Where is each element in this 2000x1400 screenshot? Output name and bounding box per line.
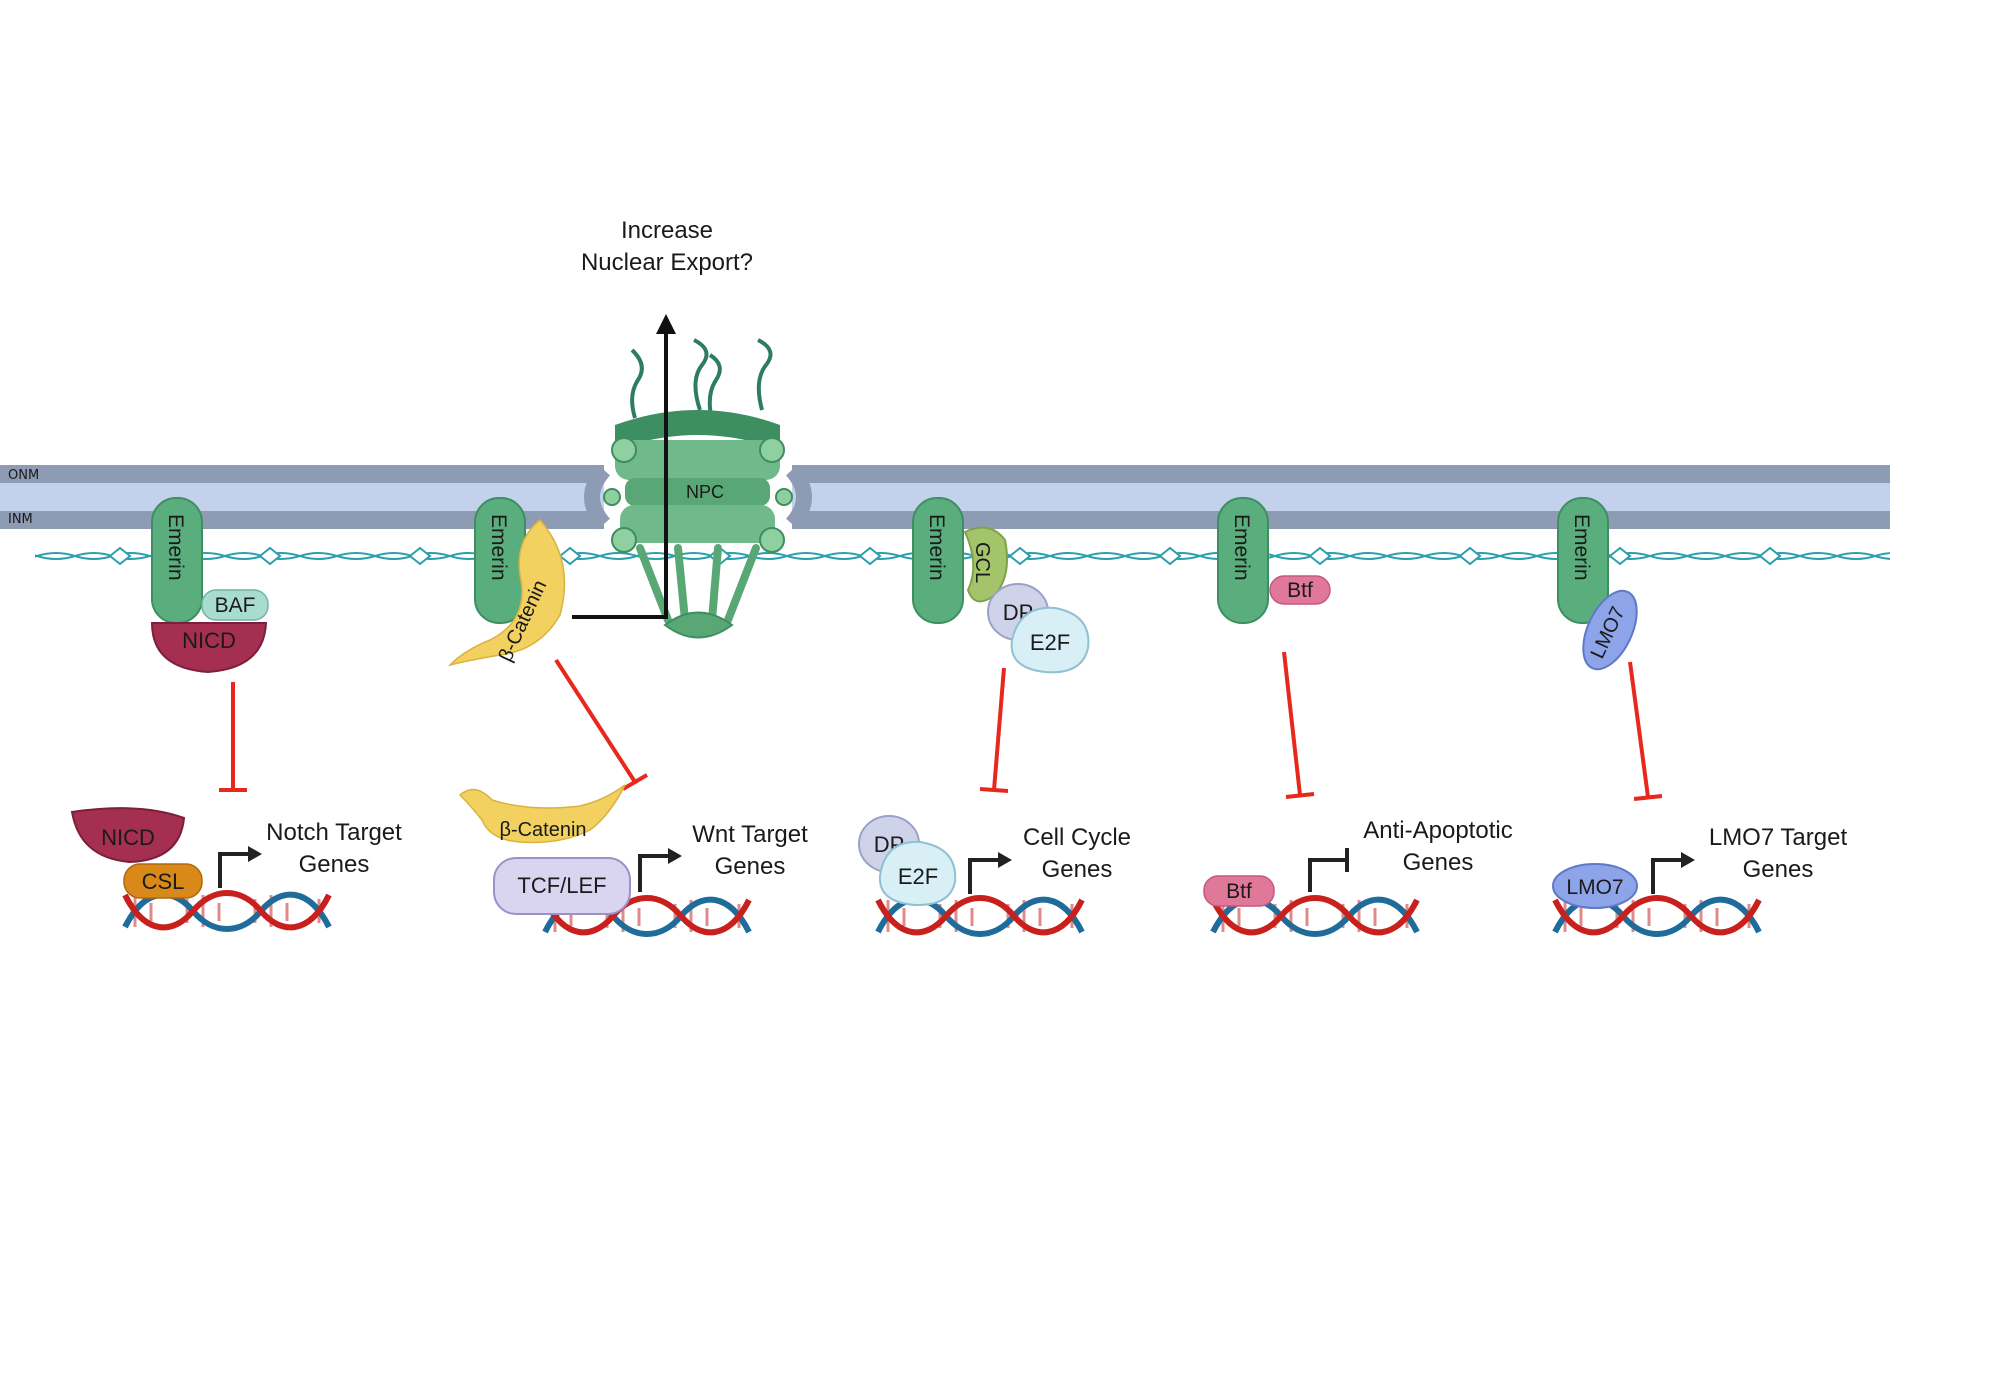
genes-cell-cycle-line2: Genes (1042, 856, 1113, 883)
genes-wnt-line1: Wnt Target (692, 821, 808, 848)
emerin-label: Emerin (925, 514, 948, 581)
factor-lmo7: LMO7 (1566, 876, 1623, 899)
factor-btf: Btf (1226, 880, 1252, 903)
btf-label: Btf (1287, 579, 1313, 602)
emerin-label: Emerin (1570, 514, 1593, 581)
target-wnt: β-Catenin TCF/LEF Wnt Target Genes (458, 784, 808, 934)
export-title-line1: Increase (621, 217, 713, 244)
npc-label: NPC (686, 482, 724, 502)
export-arrow-head (656, 314, 676, 334)
nuclear-pore-complex: NPC (584, 338, 812, 639)
inm-label: INM (8, 512, 33, 527)
genes-notch-line1: Notch Target (266, 819, 402, 846)
genes-cell-cycle-line1: Cell Cycle (1023, 824, 1131, 851)
complex-notch: Emerin BAF NICD (150, 497, 269, 674)
e2f-label: E2F (1030, 630, 1070, 655)
complex-btf: Emerin Btf (1217, 497, 1331, 624)
export-title-line2: Nuclear Export? (581, 249, 753, 276)
nicd-label: NICD (182, 628, 236, 653)
genes-wnt-line2: Genes (715, 853, 786, 880)
gcl-label: GCL (971, 542, 993, 583)
outer-nuclear-membrane (0, 465, 1890, 483)
factor-tcf-lef: TCF/LEF (517, 873, 606, 898)
emerin-label: Emerin (487, 514, 510, 581)
genes-apoptotic-line1: Anti-Apoptotic (1363, 817, 1512, 844)
genes-lmo7-line2: Genes (1743, 856, 1814, 883)
emerin-label: Emerin (164, 514, 187, 581)
target-cell-cycle: DP E2F Cell Cycle Genes (858, 815, 1131, 934)
factor-nicd: NICD (101, 825, 155, 850)
genes-lmo7-line1: LMO7 Target (1709, 824, 1848, 851)
onm-label: ONM (8, 468, 39, 483)
genes-apoptotic-line2: Genes (1403, 849, 1474, 876)
genes-notch-line2: Genes (299, 851, 370, 878)
factor-catenin: β-Catenin (499, 819, 586, 841)
emerin-label: Emerin (1230, 514, 1253, 581)
baf-label: BAF (215, 594, 256, 617)
complex-e2f: Emerin GCL DP E2F (912, 497, 1090, 674)
factor-csl: CSL (142, 869, 185, 894)
inhibition-arrows (219, 651, 1663, 801)
complex-lmo7: Emerin LMO7 (1557, 497, 1638, 671)
factor-e2f: E2F (898, 864, 938, 889)
target-lmo7: LMO7 LMO7 Target Genes (1552, 824, 1848, 934)
target-notch: NICD CSL Notch Target Genes (70, 807, 402, 929)
complex-wnt: Emerin β-Catenin (447, 497, 566, 667)
target-anti-apoptotic: Btf Anti-Apoptotic Genes (1203, 817, 1513, 934)
